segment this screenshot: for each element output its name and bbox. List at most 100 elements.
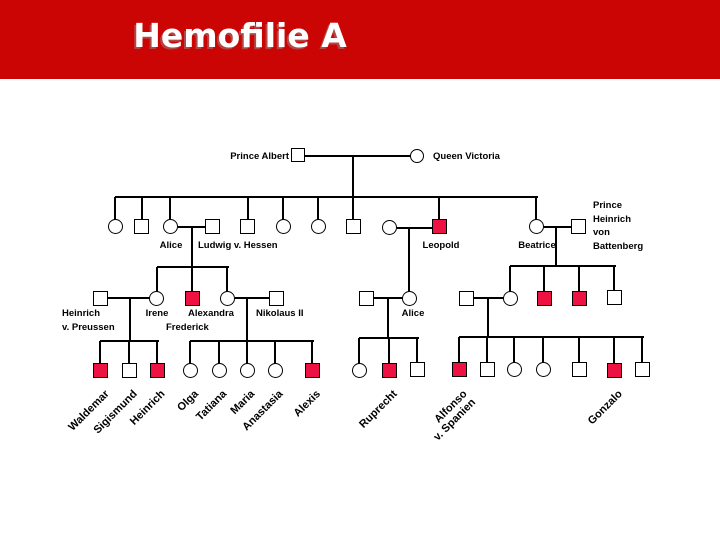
connector-line	[235, 297, 271, 299]
connector-line	[115, 196, 538, 198]
gen4-spanien-child-3-symbol	[507, 362, 522, 377]
connector-line	[191, 267, 193, 293]
connector-line	[542, 337, 544, 365]
gen4-spanien-child-7-symbol	[635, 362, 650, 377]
connector-line	[247, 197, 249, 221]
heinrich-battenberg-symbol	[571, 219, 586, 234]
gen4-spanien-child-5-symbol	[572, 362, 587, 377]
alice-albany-husband-symbol	[359, 291, 374, 306]
connector-line	[226, 267, 228, 293]
sigismund-symbol	[122, 363, 137, 378]
alexandra-symbol	[220, 291, 235, 306]
connector-line	[487, 298, 489, 337]
slide-header: Hemofilie A	[0, 0, 720, 79]
gonzalo-label: Gonzalo	[585, 388, 625, 428]
prince-albert-label: Prince Albert	[230, 151, 289, 162]
connector-line	[397, 227, 434, 229]
gen3-beatrice-son-2-symbol	[572, 291, 587, 306]
connector-line	[358, 338, 360, 365]
connector-line	[416, 338, 418, 365]
alfonso-symbol	[452, 362, 467, 377]
ruprecht-symbol	[382, 363, 397, 378]
gen4-albany-daughter-symbol	[352, 363, 367, 378]
alexandra-label: Alexandra	[188, 308, 234, 319]
connector-line	[613, 266, 615, 293]
connector-line	[510, 265, 616, 267]
connector-line	[387, 298, 389, 338]
irene-label: Irene	[145, 308, 169, 319]
connector-line	[317, 197, 319, 221]
connector-line	[613, 337, 615, 365]
gonzalo-symbol	[607, 363, 622, 378]
gen4-spanien-child-4-symbol	[536, 362, 551, 377]
leopold-symbol	[432, 219, 447, 234]
alice-albany-symbol	[402, 291, 417, 306]
alexis-label: Alexis	[291, 388, 323, 420]
gen2-child-6-symbol	[311, 219, 326, 234]
olga-label: Olga	[174, 388, 201, 414]
connector-line	[246, 298, 248, 341]
gen3-beatrice-son-1-symbol	[537, 291, 552, 306]
gen3-beatrice-daughter-symbol	[503, 291, 518, 306]
connector-line	[486, 337, 488, 365]
connector-line	[509, 266, 511, 293]
connector-line	[555, 227, 557, 266]
connector-line	[641, 337, 643, 365]
gen2-child-4-symbol	[240, 219, 255, 234]
gen3-spouse-square-symbol	[459, 291, 474, 306]
connector-line	[388, 338, 390, 365]
connector-line	[543, 266, 545, 293]
connector-line	[578, 266, 580, 293]
connector-line	[438, 197, 440, 221]
connector-line	[114, 197, 116, 221]
ludwig-hessen-symbol	[205, 219, 220, 234]
gen3-beatrice-son-3-symbol	[607, 290, 622, 305]
connector-line	[169, 197, 171, 221]
connector-line	[156, 267, 158, 293]
connector-line	[156, 341, 158, 365]
connector-line	[157, 266, 229, 268]
connector-line	[374, 297, 404, 299]
tatiana-symbol	[212, 363, 227, 378]
queen-victoria-label: Queen Victoria	[433, 151, 500, 162]
gen4-albany-son-symbol	[410, 362, 425, 377]
leopold-wife-symbol	[382, 220, 397, 235]
slide-title: Hemofilie A	[133, 16, 347, 55]
beatrice-label: Beatrice	[518, 240, 556, 251]
gen2-child-2-symbol	[134, 219, 149, 234]
gen2-child-7-symbol	[346, 219, 361, 234]
gen4-spanien-child-2-symbol	[480, 362, 495, 377]
connector-line	[535, 197, 537, 221]
gen2-child-5-symbol	[276, 219, 291, 234]
ludwig-hessen-label: Ludwig v. Hessen	[198, 240, 278, 251]
connector-line	[578, 337, 580, 365]
nikolaus-ii-label: Nikolaus II	[256, 308, 304, 319]
irene-symbol	[149, 291, 164, 306]
anastasia-symbol	[268, 363, 283, 378]
olga-symbol	[183, 363, 198, 378]
leopold-label: Leopold	[422, 240, 460, 251]
maria-symbol	[240, 363, 255, 378]
connector-line	[191, 227, 193, 267]
frederick-label: Frederick	[166, 322, 209, 333]
beatrice-symbol	[529, 219, 544, 234]
tatiana-label: Tatiana	[194, 388, 230, 424]
connector-line	[408, 228, 410, 294]
connector-line	[513, 337, 515, 365]
connector-line	[128, 341, 130, 365]
connector-line	[304, 155, 412, 157]
connector-line	[352, 197, 354, 221]
ruprecht-label: Ruprecht	[356, 388, 400, 431]
connector-line	[282, 197, 284, 221]
heinrich-battenberg-label: Prince Heinrich von Battenberg	[593, 200, 644, 252]
connector-line	[458, 337, 460, 365]
connector-line	[474, 297, 505, 299]
connector-line	[246, 341, 248, 365]
connector-line	[218, 341, 220, 365]
heinrich-symbol	[150, 363, 165, 378]
connector-line	[129, 298, 131, 341]
connector-line	[189, 341, 191, 365]
connector-line	[352, 156, 354, 197]
